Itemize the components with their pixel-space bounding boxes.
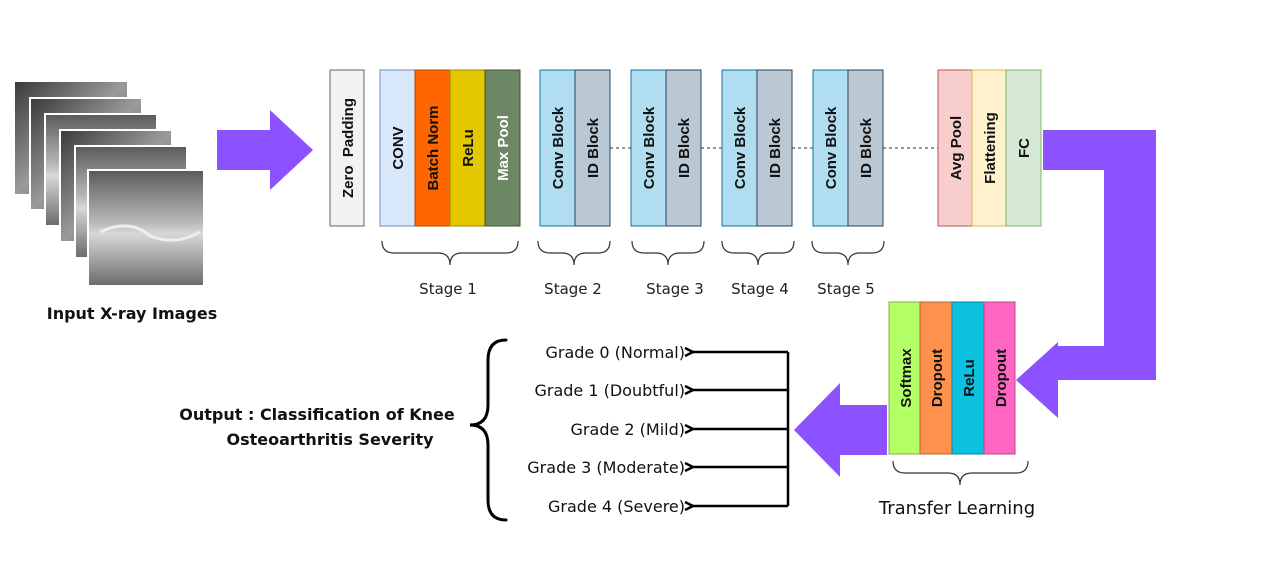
- dropout-label: Dropout: [929, 349, 946, 407]
- id-block-label: ID Block: [767, 117, 784, 178]
- dropout-block-1: [919, 301, 953, 455]
- stage-label: Stage 5: [817, 280, 875, 298]
- transfer-learning-label: Transfer Learning: [878, 498, 1035, 519]
- grade-label: Grade 4 (Severe): [548, 497, 685, 516]
- stage-label: Stage 2: [544, 280, 602, 298]
- softmax-label: Softmax: [898, 348, 915, 408]
- stage-label: Stage 3: [646, 280, 704, 298]
- avg-pool-label: Avg Pool: [948, 116, 965, 180]
- output-arrow: [794, 383, 887, 477]
- grade-connectors: [692, 352, 790, 506]
- stage2-brace: [537, 240, 611, 266]
- grades-curly-brace: [469, 338, 508, 522]
- id-block-stage3: [665, 69, 702, 227]
- avg-pool-block: [937, 69, 973, 227]
- flow-arrow-to-transfer: [1016, 130, 1156, 418]
- stage3-brace: [631, 240, 705, 266]
- relu-label: ReLu: [460, 129, 477, 167]
- max-pool-block: [484, 69, 521, 227]
- conv-block-stage1: [379, 69, 416, 227]
- grade-label: Grade 2 (Mild): [571, 420, 685, 439]
- stage4-brace: [721, 240, 795, 266]
- transfer-learning-brace: [892, 460, 1029, 486]
- id-block-label: ID Block: [858, 117, 875, 178]
- stage-label: Stage 4: [731, 280, 789, 298]
- output-caption-line2: Osteoarthritis Severity: [226, 430, 434, 449]
- flattening-block: [971, 69, 1007, 227]
- input-caption: Input X-ray Images: [47, 304, 218, 323]
- fc-block: [1005, 69, 1042, 227]
- relu-block-transfer: [951, 301, 985, 455]
- knee-joint-outline: [99, 224, 201, 242]
- grade-label: Grade 1 (Doubtful): [534, 381, 685, 400]
- conv-label: CONV: [390, 126, 407, 169]
- grade-label: Grade 0 (Normal): [545, 343, 685, 362]
- conv-block-label: Conv Block: [732, 106, 749, 189]
- conv-block-label: Conv Block: [823, 106, 840, 189]
- stage-braces: [381, 240, 885, 266]
- stage-label: Stage 1: [419, 280, 477, 298]
- input-arrow: [217, 110, 313, 190]
- zero-padding-block: [329, 69, 365, 227]
- batch-norm-label: Batch Norm: [425, 105, 442, 190]
- conv-block-label: Conv Block: [641, 106, 658, 189]
- conv-block-stage3: [630, 69, 667, 227]
- max-pool-label: Max Pool: [495, 115, 512, 181]
- zero-padding-label: Zero Padding: [340, 98, 357, 198]
- xray-image-stack: [15, 82, 205, 287]
- flattening-label: Flattening: [982, 112, 999, 184]
- stage1-brace: [381, 240, 519, 266]
- conv-block-label: Conv Block: [550, 106, 567, 189]
- output-caption-line1: Output : Classification of Knee: [179, 405, 455, 424]
- id-block-stage2: [574, 69, 611, 227]
- dropout-label: Dropout: [993, 349, 1010, 407]
- relu-label: ReLu: [961, 359, 978, 397]
- conv-block-stage2: [539, 69, 576, 227]
- fc-label: FC: [1016, 138, 1033, 158]
- id-block-label: ID Block: [676, 117, 693, 178]
- id-block-label: ID Block: [585, 117, 602, 178]
- dropout-block-2: [983, 301, 1016, 455]
- conv-block-stage4: [721, 69, 758, 227]
- grade-label: Grade 3 (Moderate): [527, 458, 685, 477]
- stage5-brace: [811, 240, 885, 266]
- xray-image: [87, 169, 205, 287]
